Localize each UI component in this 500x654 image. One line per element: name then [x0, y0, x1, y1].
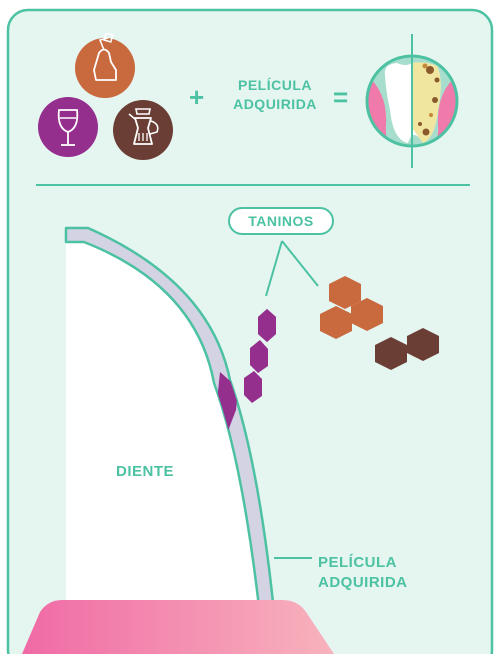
acquired-pellicle-layer	[64, 226, 280, 654]
tannin-hexagon	[258, 309, 276, 342]
equation-film-label: PELÍCULA ADQUIRIDA	[218, 76, 332, 114]
wine-tannin-molecules	[244, 309, 276, 403]
tannin-hexagon	[329, 276, 361, 309]
pellicle-label-line2: ADQUIRIDA	[318, 574, 408, 591]
coffee-tannin-molecules	[375, 328, 439, 370]
equals-sign: =	[333, 82, 349, 112]
gum	[22, 600, 334, 654]
tannin-hexagon	[250, 340, 268, 373]
tannins-label: TANINOS	[228, 207, 334, 235]
tannin-hexagon	[375, 337, 407, 370]
tannins-pointer-right	[281, 240, 319, 287]
pellicle-label: PELÍCULA ADQUIRIDA	[318, 553, 408, 593]
tannin-hexagon	[351, 298, 383, 331]
equation-film-label-line2: ADQUIRIDA	[233, 96, 317, 112]
tannins-pointer-left	[265, 240, 283, 297]
tannin-hexagon	[407, 328, 439, 361]
equation-film-label-line1: PELÍCULA	[238, 77, 312, 93]
tooth-diagram	[22, 226, 334, 654]
pellicle-label-line1: PELÍCULA	[318, 554, 397, 571]
tea-tannin-molecules	[320, 276, 383, 339]
coffee-pot-icon	[113, 100, 173, 160]
tannin-hexagon	[320, 306, 352, 339]
tea-bag-icon	[75, 32, 135, 98]
plus-sign: +	[189, 82, 205, 112]
tooth-body	[66, 242, 264, 654]
tannin-hexagon	[244, 371, 262, 403]
tooth-label: DIENTE	[116, 463, 175, 480]
wine-glass-icon	[38, 97, 98, 157]
